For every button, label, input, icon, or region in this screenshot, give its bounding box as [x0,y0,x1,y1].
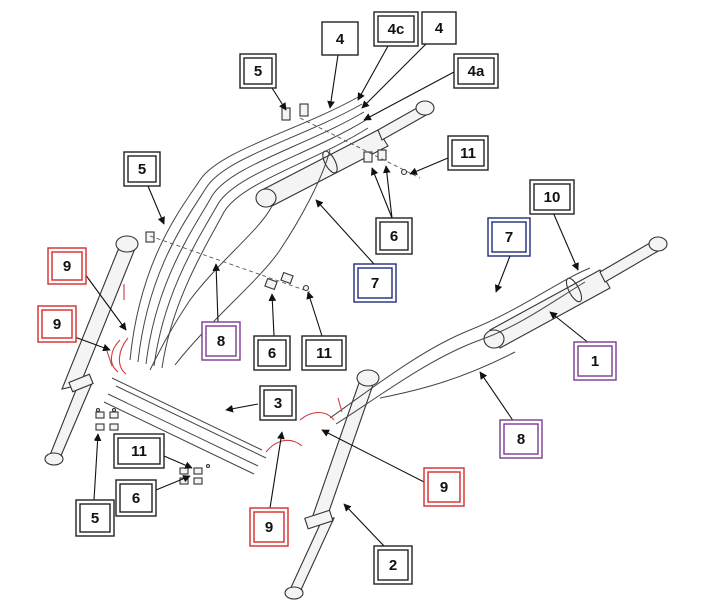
callout-3: 3 [259,385,297,421]
svg-text:4: 4 [435,20,444,37]
leader-4a [363,71,455,121]
leader-6-low [155,475,191,491]
leader-5-low [93,433,102,501]
leader-6-top-b [382,165,393,219]
svg-text:8: 8 [217,333,225,350]
leader-8-mid [212,263,221,323]
hoses-layer [103,95,591,475]
callout-5-low: 5 [75,499,115,537]
callout-9-mid: 9 [37,305,77,343]
leader-10 [551,209,579,271]
callout-11-top: 11 [447,135,489,171]
callout-10: 10 [529,179,575,215]
svg-text:4c: 4c [388,21,405,38]
svg-text:5: 5 [91,510,99,527]
callout-7-mid: 7 [353,263,397,303]
leader-8-right [479,371,515,423]
svg-text:8: 8 [517,431,525,448]
leader-5-top [271,87,287,111]
clamps-lower-center [179,463,211,485]
callout-1: 1 [573,341,617,381]
svg-text:10: 10 [544,189,561,206]
callout-4a: 4a [453,53,499,89]
callout-2: 2 [373,545,413,585]
callout-11-mid: 11 [301,335,347,371]
callout-9-right: 9 [423,467,465,507]
svg-text:6: 6 [132,490,140,507]
callout-8-right: 8 [499,419,543,459]
callout-4-right: 4 [421,11,457,45]
leader-7-mid [315,199,375,265]
parts-layer [44,100,668,600]
leader-1 [549,311,591,345]
right-lift-cylinder [284,369,380,600]
svg-text:7: 7 [371,275,379,292]
callout-4-top: 4 [321,21,359,56]
callout-4c: 4c [373,11,419,47]
svg-text:3: 3 [274,395,282,412]
svg-text:11: 11 [316,345,332,362]
svg-text:6: 6 [268,345,276,362]
left-lift-cylinder [44,235,139,466]
leader-4c [357,45,389,101]
svg-text:1: 1 [591,353,599,370]
svg-text:7: 7 [505,229,513,246]
leader-6-top-a [370,167,393,219]
callout-5-top: 5 [239,53,277,89]
svg-text:9: 9 [440,479,448,496]
callout-6-top: 6 [375,217,413,255]
callout-8-mid: 8 [201,321,241,361]
svg-text:9: 9 [53,316,61,333]
leader-9-low [269,431,285,509]
clamps-upper [281,103,408,176]
leader-6-mid [268,293,277,337]
leader-11-low [163,455,193,469]
clamps-mid [145,231,310,292]
callout-5-mid: 5 [123,151,161,187]
leader-4-right [361,39,431,109]
svg-text:11: 11 [131,443,147,460]
callout-11-low: 11 [113,433,165,469]
leader-2 [343,503,385,547]
leader-7-right [494,255,511,293]
callout-6-mid: 6 [253,335,291,371]
callouts-layer: 4 4c 4 4a 5 11 5 10 6 7 9 7 9 8 6 11 1 3… [37,11,617,585]
callout-9-top: 9 [47,247,87,285]
svg-text:4a: 4a [468,63,485,80]
svg-text:6: 6 [390,228,398,245]
leader-9-right [321,429,429,485]
leader-4-top [327,54,339,109]
leader-3 [225,403,259,413]
leader-9-mid [71,335,111,352]
svg-text:5: 5 [138,161,146,178]
svg-text:2: 2 [389,557,397,574]
callout-6-low: 6 [115,479,157,517]
leader-11-top [409,157,449,175]
clamps-lower-left [95,407,119,431]
leader-11-mid [306,291,323,337]
leader-9-top [81,269,127,331]
callout-7-right: 7 [487,217,531,257]
svg-text:9: 9 [63,258,71,275]
svg-text:11: 11 [460,145,476,162]
svg-text:5: 5 [254,63,262,80]
svg-text:9: 9 [265,519,273,536]
leader-5-mid [147,185,165,225]
callout-9-low: 9 [249,507,289,547]
leaders-layer [71,39,591,547]
upper-tilt-cylinder [255,100,435,208]
svg-text:4: 4 [336,31,345,48]
